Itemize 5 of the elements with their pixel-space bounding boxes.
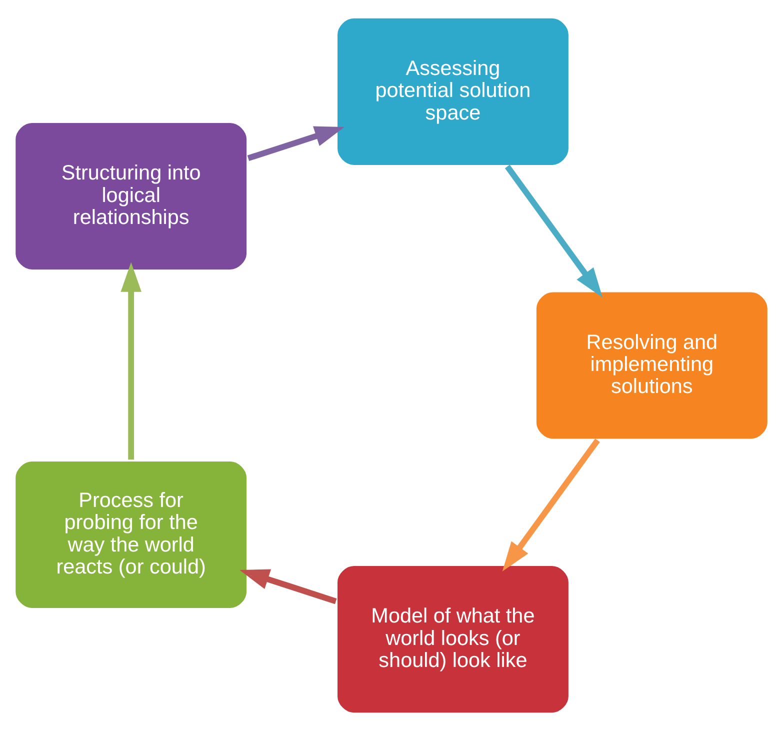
arrow	[120, 262, 142, 460]
arrow	[247, 126, 344, 161]
arrow	[502, 438, 600, 571]
arrow	[240, 568, 337, 604]
arrow	[504, 164, 603, 298]
